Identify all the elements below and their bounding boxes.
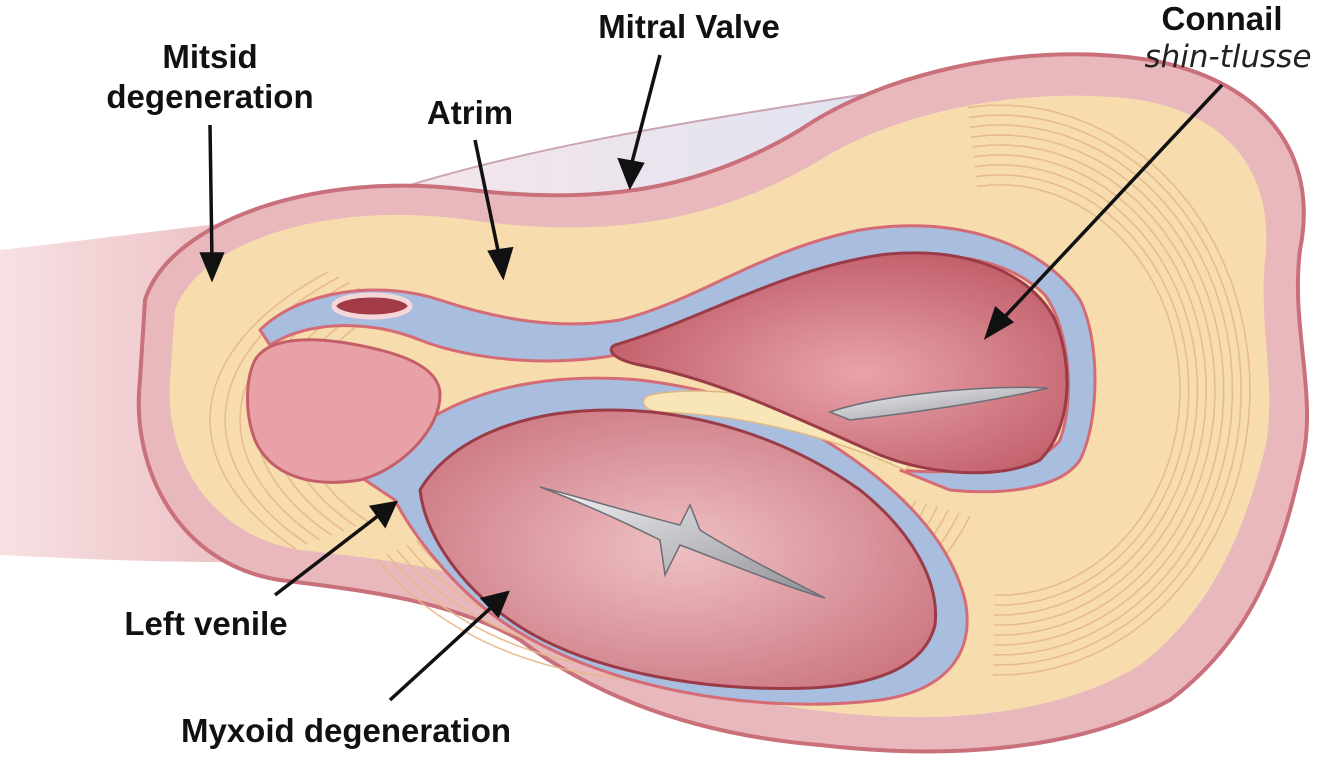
fiber-line [976,184,1181,596]
label-myxoid-degeneration: Myxoid degeneration [180,712,512,749]
ventricle-valve-leaflet [539,486,826,599]
fiber-line [969,124,1234,656]
fiber-line [967,104,1251,676]
fiber-line [972,144,1216,636]
arrow-connail [996,83,1224,326]
annotation-arrows [199,54,1224,702]
arrow-mitsid-degeneration [208,124,214,263]
fiber-line [974,164,1199,616]
fiber-line [973,154,1207,626]
fiber-line [971,134,1225,646]
arrow-atrim [473,139,502,261]
fiber-line [209,271,329,550]
left-small-chamber [246,338,442,484]
label-mitsid-line2: degeneration [106,78,314,115]
fiber-line [968,114,1242,666]
atrium-cavity [609,251,1069,475]
arrow-mitral-valve [628,54,662,171]
vessel-opening [331,292,413,320]
label-shin-tlusse: shin-tlusse [1144,39,1312,75]
label-mitral-valve: Mitral Valve [598,8,780,45]
arrow-myxoid [388,602,497,702]
atrium-valve-leaflet [827,386,1049,421]
label-atrim: Atrim [426,94,514,131]
arrow-left-venile [273,510,385,597]
label-connail: Connail [1161,0,1283,37]
label-left-venile: Left venile [124,605,288,642]
label-mitsid-line1: Mitsid [162,38,258,75]
fiber-line [975,174,1190,606]
